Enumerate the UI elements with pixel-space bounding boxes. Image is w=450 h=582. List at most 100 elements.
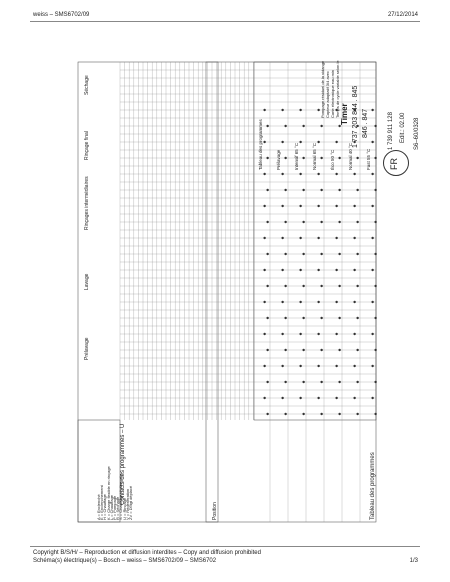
program-column-label: Intensif 65 °C (294, 142, 299, 170)
program-step-mark (284, 284, 287, 288)
program-step-mark (353, 364, 356, 368)
program-step-mark (299, 332, 302, 336)
program-step-mark (299, 364, 302, 368)
program-step-mark (317, 204, 320, 208)
program-step-mark (317, 364, 320, 368)
program-step-mark (371, 204, 374, 208)
program-step-mark (356, 316, 359, 320)
program-step-mark (299, 300, 302, 304)
program-step-mark (371, 268, 374, 272)
date-code: S6–60/0328 (414, 117, 420, 150)
program-step-mark (263, 332, 266, 336)
program-step-mark (263, 268, 266, 272)
program-step-mark (320, 252, 323, 256)
program-step-mark (374, 348, 377, 352)
program-step-mark (284, 156, 287, 160)
program-step-mark (320, 316, 323, 320)
program-step-mark (284, 348, 287, 352)
program-step-mark (281, 140, 284, 144)
program-step-mark (353, 268, 356, 272)
document-number: 1 739 911 128 (388, 112, 394, 150)
kit-number-2: 846 . 847 (362, 108, 369, 138)
footer-divider (30, 546, 420, 547)
program-step-mark (353, 108, 356, 112)
program-step-mark (284, 220, 287, 224)
program-step-mark (281, 332, 284, 336)
program-step-mark (374, 220, 377, 224)
program-step-mark (281, 204, 284, 208)
program-step-mark (338, 316, 341, 320)
program-step-mark (353, 332, 356, 336)
program-step-mark (317, 332, 320, 336)
program-table-title: Tableau des programmes (370, 452, 376, 520)
program-step-mark (281, 364, 284, 368)
program-step-mark (281, 396, 284, 400)
program-step-mark (353, 300, 356, 304)
program-step-mark (263, 300, 266, 304)
page-number: 1/3 (409, 558, 418, 564)
program-step-mark (335, 268, 338, 272)
country-label: FR (389, 158, 399, 170)
program-step-mark (302, 252, 305, 256)
program-step-mark (371, 364, 374, 368)
program-step-mark (356, 156, 359, 160)
program-step-mark (281, 108, 284, 112)
program-column-label: Fast 55 °C (366, 148, 371, 170)
program-step-mark (374, 380, 377, 384)
program-step-mark (281, 300, 284, 304)
program-step-mark (338, 380, 341, 384)
program-step-mark (374, 284, 377, 288)
program-step-mark (302, 316, 305, 320)
program-step-mark (320, 380, 323, 384)
program-step-mark (299, 396, 302, 400)
program-step-mark (284, 412, 287, 416)
program-step-mark (263, 172, 266, 176)
program-step-mark (356, 412, 359, 416)
program-column-label: Tableau des programmes (258, 119, 263, 170)
program-step-mark (320, 220, 323, 224)
program-step-mark (320, 284, 323, 288)
program-step-mark (320, 156, 323, 160)
program-step-mark (374, 412, 377, 416)
program-step-mark (338, 348, 341, 352)
program-step-mark (356, 188, 359, 192)
program-step-mark (338, 252, 341, 256)
program-step-mark (284, 188, 287, 192)
program-step-mark (302, 284, 305, 288)
program-step-mark (302, 124, 305, 128)
program-step-mark (335, 396, 338, 400)
section-lavage: Lavage (84, 273, 90, 290)
program-step-mark (284, 316, 287, 320)
program-step-mark (335, 204, 338, 208)
program-step-mark (371, 108, 374, 112)
position-label: Position (212, 502, 218, 520)
program-step-mark (317, 172, 320, 176)
program-step-mark (302, 348, 305, 352)
program-step-mark (371, 300, 374, 304)
program-step-mark (284, 124, 287, 128)
program-column-label: Éco 50 °C (330, 149, 335, 170)
program-step-mark (263, 108, 266, 112)
kit-number: 1 737 203 844 . 845 (352, 85, 359, 148)
program-step-mark (320, 124, 323, 128)
program-step-mark (338, 156, 341, 160)
program-step-mark (335, 236, 338, 240)
section-rincages: Rinçages intermédiaires (84, 176, 90, 230)
program-step-mark (263, 364, 266, 368)
program-step-mark (338, 284, 341, 288)
program-step-mark (299, 268, 302, 272)
program-step-mark (263, 140, 266, 144)
program-step-mark (371, 172, 374, 176)
program-step-mark (302, 380, 305, 384)
program-step-mark (353, 140, 356, 144)
timer-brand: Timer (340, 103, 349, 125)
program-step-mark (356, 220, 359, 224)
program-step-mark (335, 108, 338, 112)
program-step-mark (299, 204, 302, 208)
header-divider (30, 21, 420, 22)
program-step-mark (302, 412, 305, 416)
program-step-mark (374, 316, 377, 320)
program-step-mark (317, 300, 320, 304)
program-step-mark (266, 252, 269, 256)
program-step-mark (302, 156, 305, 160)
